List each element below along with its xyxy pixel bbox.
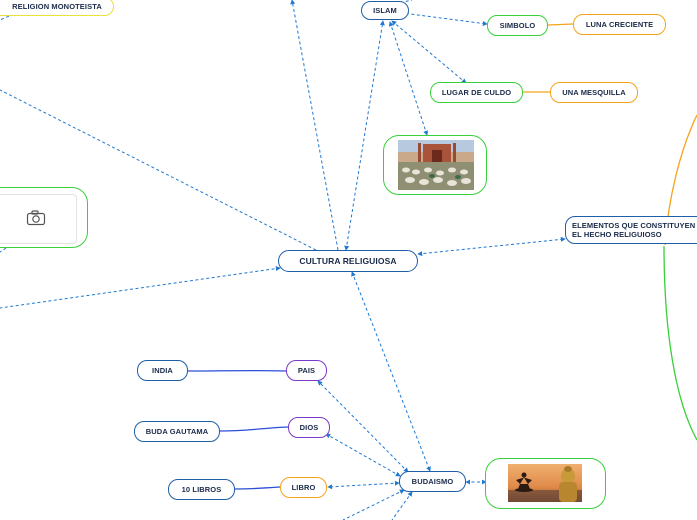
node-una-mesquilla[interactable]: UNA MESQUILLA xyxy=(550,82,638,103)
connector-budaismo-down xyxy=(391,491,413,520)
node-india-label: INDIA xyxy=(152,366,173,375)
curve-right-green xyxy=(663,245,697,441)
connector-central-islam xyxy=(344,20,385,251)
node-dios-label: DIOS xyxy=(299,423,319,432)
connector-placeholder-left xyxy=(0,247,7,253)
node-pais[interactable]: PAIS xyxy=(286,360,327,381)
node-lugar-de-culdo-label: LUGAR DE CULDO xyxy=(441,88,512,97)
connector-islam-lugar xyxy=(391,20,467,84)
node-islam-label: ISLAM xyxy=(373,6,397,15)
node-religion-monoteista[interactable]: RELIGION MONOTEISTA xyxy=(0,0,114,16)
connector-islam-simbolo xyxy=(394,10,488,26)
connector-central-elementos xyxy=(417,236,566,257)
connector-central-left-upper xyxy=(0,89,317,251)
buddha-meditation-photo xyxy=(508,464,582,502)
node-elementos-label: ELEMENTOS QUE CONSTITUYEN EL HECHO RELIG… xyxy=(572,221,696,239)
connector-budaismo-down-left xyxy=(342,489,405,520)
node-pais-label: PAIS xyxy=(297,366,316,375)
node-mosque-image[interactable] xyxy=(383,135,487,195)
node-religion-monoteista-label: RELIGION MONOTEISTA xyxy=(12,2,102,11)
camera-icon xyxy=(26,210,46,226)
node-una-mesquilla-label: UNA MESQUILLA xyxy=(562,88,626,97)
link-dios-buda xyxy=(219,426,289,432)
connector-budaismo-pais xyxy=(317,380,409,473)
node-budaismo-label: BUDAISMO xyxy=(411,477,454,486)
node-luna-creciente[interactable]: LUNA CRECIENTE xyxy=(573,14,666,35)
node-budaismo[interactable]: BUDAISMO xyxy=(399,471,466,492)
connector-islam-image xyxy=(388,21,429,136)
node-elementos-hecho-religuioso[interactable]: ELEMENTOS QUE CONSTITUYEN EL HECHO RELIG… xyxy=(565,216,697,244)
connector-budaismo-libro xyxy=(327,480,400,490)
node-placeholder-image[interactable] xyxy=(0,187,88,248)
node-islam[interactable]: ISLAM xyxy=(361,1,409,20)
node-dios[interactable]: DIOS xyxy=(288,417,330,438)
node-luna-creciente-label: LUNA CRECIENTE xyxy=(585,20,654,29)
connector-budaismo-dios xyxy=(325,433,401,477)
node-buda-gautama-label: BUDA GAUTAMA xyxy=(145,427,209,436)
node-10-libros[interactable]: 10 LIBROS xyxy=(168,479,235,500)
node-lugar-de-culdo[interactable]: LUGAR DE CULDO xyxy=(430,82,523,103)
placeholder-frame xyxy=(0,194,77,244)
node-buddha-image[interactable] xyxy=(485,458,606,509)
node-simbolo-label: SIMBOLO xyxy=(499,21,536,30)
node-cultura-religuiosa[interactable]: CULTURA RELIGUIOSA xyxy=(278,250,418,272)
link-simbolo-luna xyxy=(547,23,574,26)
connector-central-left-lower xyxy=(0,266,281,309)
mosque-prayer-photo xyxy=(398,140,474,190)
node-simbolo[interactable]: SIMBOLO xyxy=(487,15,548,36)
node-india[interactable]: INDIA xyxy=(137,360,188,381)
node-10-libros-label: 10 LIBROS xyxy=(181,485,222,494)
node-cultura-religuiosa-label: CULTURA RELIGUIOSA xyxy=(299,256,397,266)
link-libro-diez xyxy=(234,486,281,490)
node-libro-label: LIBRO xyxy=(291,483,316,492)
connector-central-topleft xyxy=(290,0,339,251)
connector-central-budaismo xyxy=(351,271,431,472)
node-buda-gautama[interactable]: BUDA GAUTAMA xyxy=(134,421,220,442)
node-libro[interactable]: LIBRO xyxy=(280,477,327,498)
